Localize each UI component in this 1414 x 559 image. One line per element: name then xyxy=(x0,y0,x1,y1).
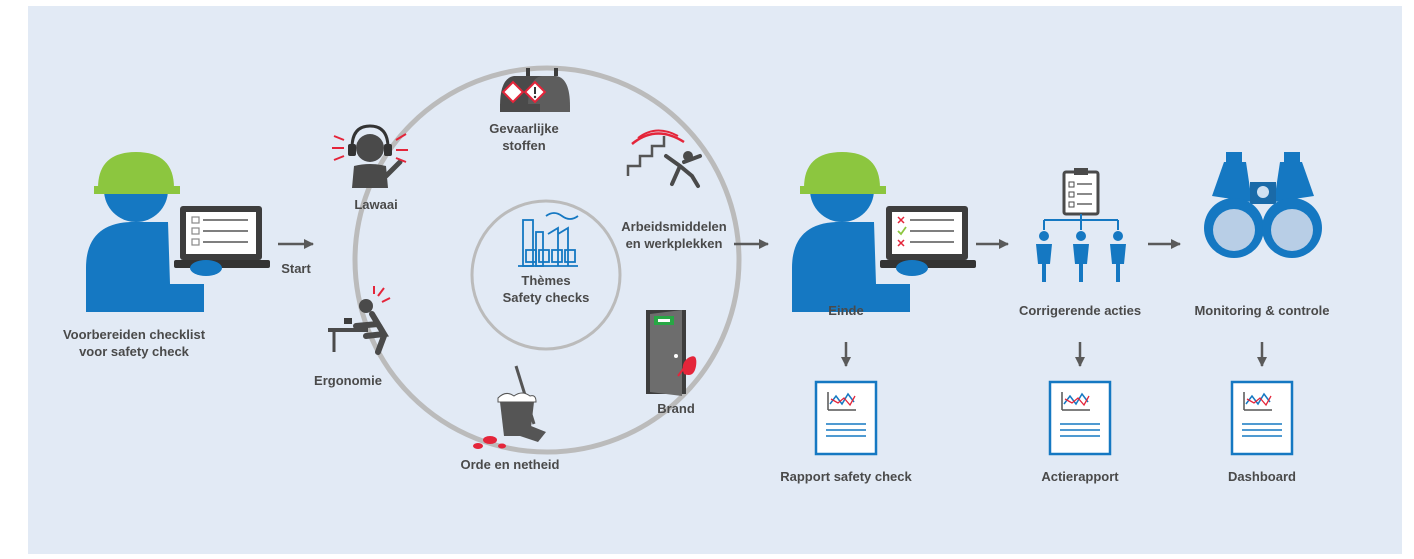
label-dashboard: Dashboard xyxy=(1228,469,1296,484)
label-theme-brand: Brand xyxy=(657,401,695,416)
label-actierapport: Actierapport xyxy=(1041,469,1119,484)
label-rapport-safety-check: Rapport safety check xyxy=(780,469,912,484)
bucket-mop-icon xyxy=(473,365,546,449)
label-prepare-line2: voor safety check xyxy=(79,344,189,359)
worker-with-laptop-icon xyxy=(86,152,270,312)
label-theme-ergonomie: Ergonomie xyxy=(314,373,382,388)
label-einde: Einde xyxy=(828,303,864,318)
report-doc-icon xyxy=(1048,380,1112,456)
label-prepare-line1: Voorbereiden checklist xyxy=(62,327,206,342)
label-prepare: Voorbereiden checklist voor safety check xyxy=(63,326,205,360)
diagram-canvas: Voorbereiden checklist voor safety check… xyxy=(28,6,1402,554)
label-theme-gevaarlijke-stoffen: Gevaarlijke stoffen xyxy=(489,121,559,153)
report-doc-icon xyxy=(1230,380,1294,456)
label-theme-arbeidsmiddelen: Arbeidsmiddelen en werkplekken xyxy=(621,219,727,251)
noise-headset-icon xyxy=(332,124,408,188)
label-monitoring: Monitoring & controle xyxy=(1194,303,1330,318)
cycle-ring xyxy=(352,65,742,455)
label-center-themes: Thèmes Safety checks xyxy=(502,273,590,305)
label-theme-lawaai: Lawaai xyxy=(354,197,398,212)
center-circle xyxy=(470,199,622,351)
clipboard-team-icon xyxy=(1036,168,1126,282)
worker-with-checked-laptop-icon xyxy=(792,152,976,312)
fire-exit-door-icon xyxy=(646,310,697,396)
factory-icon xyxy=(518,212,579,267)
diagram-artwork xyxy=(86,65,1322,456)
label-theme-orde-en-netheid: Orde en netheid xyxy=(460,457,560,472)
label-start: Start xyxy=(281,261,311,276)
binoculars-icon xyxy=(1204,152,1322,258)
report-doc-icon xyxy=(814,380,878,456)
label-corrigerende-acties: Corrigerende acties xyxy=(1018,303,1142,318)
gas-cylinders-icon xyxy=(500,68,570,112)
desk-posture-icon xyxy=(328,286,391,355)
falling-stairs-icon xyxy=(626,129,702,188)
